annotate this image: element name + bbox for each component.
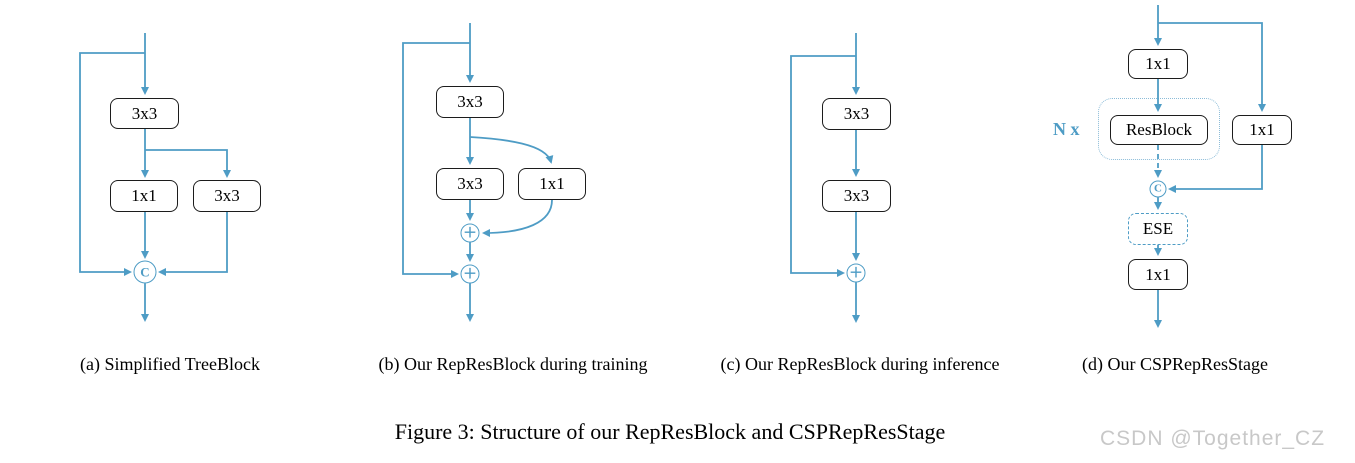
- b-conv-3x3-top: 3x3: [436, 86, 504, 118]
- d-resblock: ResBlock: [1110, 115, 1208, 145]
- d-conv-1x1-out: 1x1: [1128, 259, 1188, 290]
- d-conv-1x1-in: 1x1: [1128, 49, 1188, 79]
- a-concat-node: C: [133, 260, 157, 284]
- a-conv-1x1-left: 1x1: [110, 180, 178, 212]
- b-sub-caption: (b) Our RepResBlock during training: [378, 354, 648, 374]
- a-conv3-to-concat: [158, 212, 228, 276]
- figure-caption: Figure 3: Structure of our RepResBlock a…: [394, 419, 946, 444]
- c-skip-connection: [790, 55, 856, 277]
- d-sub-caption: (d) Our CSPRepResStage: [1082, 354, 1268, 374]
- b-conv-1x1-right: 1x1: [518, 168, 586, 200]
- b-conv-3x3-left: 3x3: [436, 168, 504, 200]
- c-sub-caption: (c) Our RepResBlock during inference: [720, 354, 1000, 374]
- c-conv-3x3-bottom: 3x3: [822, 180, 891, 212]
- c-conv-3x3-top: 3x3: [822, 98, 891, 130]
- d-conv-1x1-skip: 1x1: [1232, 115, 1292, 145]
- d-resblock-repeat-container: [1098, 98, 1220, 160]
- b-skip-connection: [402, 42, 470, 278]
- a-sub-caption: (a) Simplified TreeBlock: [80, 354, 260, 374]
- d-branch-to-skip-1x1: [1158, 22, 1266, 112]
- d-concat-node: C: [1149, 180, 1167, 198]
- a-conv-3x3-top: 3x3: [110, 98, 179, 129]
- b-add-node-2: +: [460, 264, 480, 284]
- b-add-node-1: +: [460, 223, 480, 243]
- d-repeat-count-label: N x: [1053, 119, 1080, 139]
- b-1x1-curve-to-add1: [482, 199, 553, 237]
- d-skip-to-concat: [1168, 145, 1263, 193]
- csdn-watermark: CSDN @Together_CZ: [1100, 427, 1326, 450]
- a-conv-3x3-right: 3x3: [193, 180, 261, 212]
- c-add-node: +: [846, 263, 866, 283]
- a-skip-connection: [79, 52, 145, 276]
- b-branch-curve-to-1x1: [469, 136, 554, 164]
- d-ese-block: ESE: [1128, 213, 1188, 245]
- a-branch-to-conv3: [145, 149, 231, 178]
